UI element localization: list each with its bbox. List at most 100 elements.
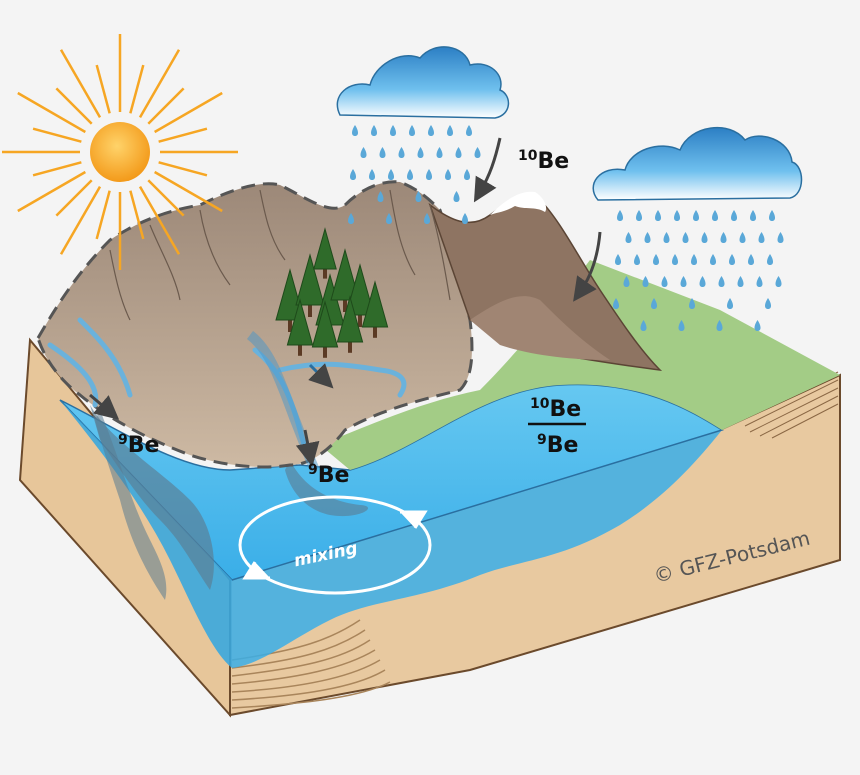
raindrop-icon xyxy=(756,276,763,287)
raindrop-icon xyxy=(701,232,708,243)
sun-ray xyxy=(154,170,223,213)
raindrop-icon xyxy=(634,254,640,265)
raindrop-icon xyxy=(655,210,661,221)
raindrop-icon xyxy=(388,169,394,180)
ocean xyxy=(59,383,724,668)
sun-ray xyxy=(138,49,181,118)
raindrop-icon xyxy=(737,276,744,287)
raindrop-icon xyxy=(447,125,453,136)
mountain-ridges xyxy=(109,189,451,321)
raindrop-icon xyxy=(613,298,619,309)
raindrop-icon xyxy=(644,232,651,243)
raindrop-icon xyxy=(767,254,773,265)
rain-right xyxy=(613,210,784,331)
raindrop-icon xyxy=(651,298,657,309)
tree-icon xyxy=(311,300,339,358)
raindrop-icon xyxy=(474,147,481,158)
sun-ray xyxy=(158,127,208,143)
raindrop-icon xyxy=(360,147,367,158)
raindrop-icon xyxy=(348,213,354,224)
sun-icon xyxy=(2,34,238,270)
raindrop-icon xyxy=(453,191,460,202)
be9-center-label: 9Be xyxy=(308,462,349,488)
raindrop-icon xyxy=(398,147,405,158)
sun-ray xyxy=(32,127,82,143)
raindrop-icon xyxy=(352,125,358,136)
sun-ray xyxy=(147,179,185,217)
raindrop-icon xyxy=(710,254,716,265)
tree-icon xyxy=(330,248,360,312)
sun-ray xyxy=(95,190,111,240)
raindrop-icon xyxy=(464,169,470,180)
raindrop-icon xyxy=(661,276,668,287)
raindrop-icon xyxy=(777,232,784,243)
sun-ray xyxy=(138,186,181,255)
raindrop-icon xyxy=(424,213,430,224)
raindrop-icon xyxy=(640,320,647,331)
raindrop-icon xyxy=(689,298,695,309)
raindrop-icon xyxy=(623,276,630,287)
raindrop-icon xyxy=(693,210,699,221)
raindrop-icon xyxy=(712,210,718,221)
sun-ray xyxy=(154,91,223,134)
runoff-arrow-left-icon xyxy=(89,393,120,420)
raindrop-icon xyxy=(754,320,761,331)
raindrop-icon xyxy=(428,125,434,136)
raindrop-icon xyxy=(350,169,356,180)
raindrop-icon xyxy=(699,276,706,287)
raindrop-icon xyxy=(691,254,697,265)
raindrop-icon xyxy=(765,298,771,309)
raindrop-icon xyxy=(379,147,386,158)
raindrop-icon xyxy=(682,232,689,243)
sun-ray xyxy=(147,87,185,125)
tree-icon xyxy=(313,227,337,279)
tree-icon xyxy=(336,295,364,353)
sun-ray xyxy=(129,190,145,240)
raindrop-icon xyxy=(672,254,678,265)
raindrop-icon xyxy=(680,276,687,287)
deposition-arrow-icon xyxy=(473,137,502,203)
ratio-numerator: 10Be xyxy=(530,396,581,422)
raindrop-icon xyxy=(653,254,659,265)
raindrop-icon xyxy=(678,320,685,331)
sun-ray xyxy=(32,161,82,177)
tree-icon xyxy=(275,268,305,332)
raindrop-icon xyxy=(409,125,415,136)
raindrop-icon xyxy=(720,232,727,243)
sun-ray xyxy=(17,170,86,213)
runoff-arrow-center-icon xyxy=(295,429,320,467)
raindrop-icon xyxy=(462,213,468,224)
raindrop-icon xyxy=(386,213,392,224)
raindrop-icon xyxy=(731,210,737,221)
raindrop-icon xyxy=(369,169,375,180)
land xyxy=(36,180,840,473)
raindrop-icon xyxy=(390,125,396,136)
raindrop-icon xyxy=(417,147,424,158)
sun-ray xyxy=(59,49,102,118)
sun-ray xyxy=(95,64,111,114)
tree-icon xyxy=(286,298,314,356)
mixing-cycle-icon xyxy=(238,495,432,595)
raindrop-icon xyxy=(769,210,775,221)
raindrop-icon xyxy=(426,169,432,180)
raindrop-icon xyxy=(615,254,621,265)
raindrop-icon xyxy=(718,276,725,287)
be10-rain-label: 10Be xyxy=(518,148,569,174)
raindrop-icon xyxy=(727,298,733,309)
raindrop-icon xyxy=(750,210,756,221)
raindrop-icon xyxy=(674,210,680,221)
raindrop-icon xyxy=(729,254,735,265)
tree-icon xyxy=(345,263,375,327)
cloud-icon xyxy=(336,46,510,119)
sun-ray xyxy=(17,91,86,134)
raindrop-icon xyxy=(415,191,422,202)
raindrop-icon xyxy=(775,276,782,287)
raindrop-icon xyxy=(371,125,377,136)
raindrop-icon xyxy=(436,147,443,158)
ratio-denominator: 9Be xyxy=(537,432,578,458)
raindrop-icon xyxy=(716,320,723,331)
river-flow-arrow-icon xyxy=(308,363,334,389)
sun-ray xyxy=(59,186,102,255)
